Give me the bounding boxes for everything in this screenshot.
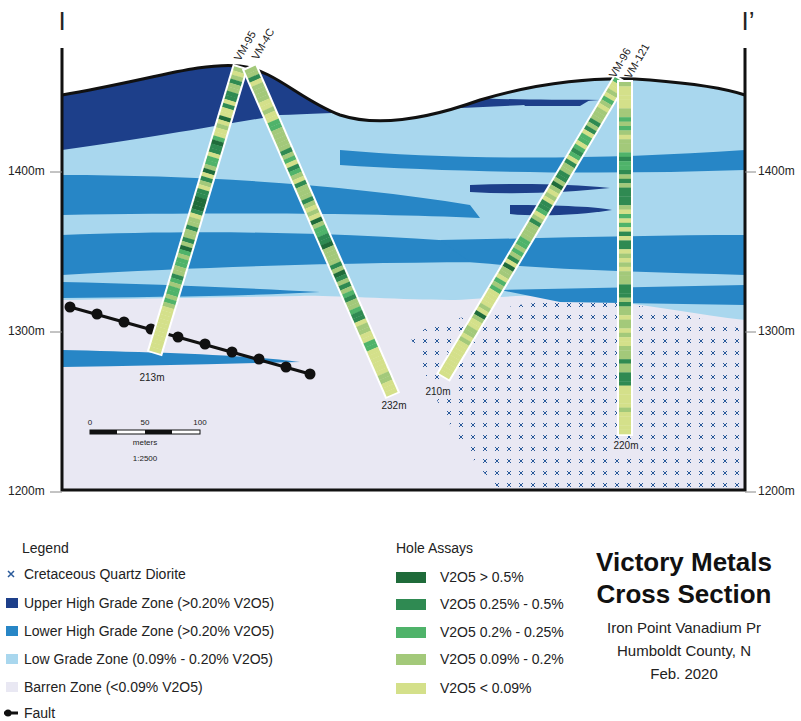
- upper-high-grade-lens: [520, 100, 590, 106]
- legend-label: V2O5 > 0.5%: [440, 569, 524, 585]
- scale-value: 0: [88, 418, 92, 427]
- hole-depth: 220m: [611, 440, 640, 452]
- hole-depth: 213m: [137, 372, 166, 384]
- lower-high-grade-band: [62, 175, 480, 218]
- legend-swatch: [396, 599, 426, 610]
- legend-label: Fault: [24, 705, 55, 721]
- lower-high-grade-band: [340, 150, 745, 172]
- drill-hole: [242, 63, 400, 399]
- legend-swatch: [6, 626, 18, 636]
- legend-label: Cretaceous Quartz Diorite: [24, 566, 186, 582]
- hole-depth: 210m: [423, 386, 452, 398]
- legend-swatch: [396, 654, 426, 665]
- subtitle: Iron Point Vanadium Pr: [607, 619, 761, 636]
- legend-label: V2O5 < 0.09%: [440, 680, 531, 696]
- scale-unit: meters: [133, 438, 157, 447]
- section-end-label: I: [58, 7, 65, 37]
- legend-swatch: [396, 572, 426, 583]
- elevation-label: 1400m: [758, 165, 795, 179]
- legend-label: V2O5 0.25% - 0.5%: [440, 596, 564, 612]
- hole-depth: 232m: [379, 400, 408, 412]
- drill-hole: [147, 64, 248, 356]
- section-frame: [62, 48, 745, 490]
- legend-swatch: [6, 598, 18, 608]
- legend-label: Low Grade Zone (0.09% - 0.20% V2O5): [24, 651, 273, 667]
- scale-bar: [90, 430, 200, 434]
- scale-value: 50: [141, 418, 150, 427]
- title: Victory Metals Cross Section: [577, 546, 792, 610]
- elevation-label: 1300m: [758, 325, 795, 339]
- legend-swatch: [6, 654, 18, 664]
- legend-label: Upper High Grade Zone (>0.20% V2O5): [24, 595, 274, 611]
- upper-high-grade-zone: [62, 60, 600, 150]
- elevation-label: 1400m: [8, 165, 45, 179]
- upper-high-grade-lens: [510, 205, 612, 215]
- barren-zone: [62, 40, 745, 490]
- legend-swatch: [6, 682, 18, 692]
- drill-hole: [617, 80, 633, 436]
- drill-holes: [147, 63, 633, 436]
- legend-heading: Legend: [22, 540, 69, 556]
- drill-hole: [436, 74, 628, 382]
- legend-label: Barren Zone (<0.09% V2O5): [24, 679, 203, 695]
- legend-swatch: [396, 683, 426, 694]
- geology-layers: [62, 40, 745, 490]
- legend-symbols: [4, 571, 18, 717]
- subtitle: Feb. 2020: [650, 665, 718, 682]
- lower-high-grade-band: [62, 282, 320, 298]
- subtitle: Humboldt County, N: [617, 642, 751, 659]
- quartz-diorite-intrusion: [410, 300, 745, 490]
- legend-label: Lower High Grade Zone (>0.20% V2O5): [24, 623, 274, 639]
- legend-heading: Hole Assays: [396, 540, 473, 556]
- legend-label: V2O5 0.2% - 0.25%: [440, 624, 564, 640]
- fault-line: [65, 302, 316, 380]
- lower-high-grade-band: [62, 350, 300, 367]
- low-grade-zone: [62, 40, 745, 320]
- legend-label: V2O5 0.09% - 0.2%: [440, 651, 564, 667]
- elevation-label: 1300m: [8, 325, 45, 339]
- elevation-label: 1200m: [8, 485, 45, 499]
- scale-ratio: 1:2500: [133, 454, 157, 463]
- section-end-label: I’: [742, 7, 755, 37]
- scale-value: 100: [193, 418, 206, 427]
- topography-line: [62, 65, 745, 120]
- elevation-ticks: [50, 172, 756, 492]
- elevation-label: 1200m: [758, 485, 795, 499]
- legend-swatch: [396, 627, 426, 638]
- upper-high-grade-lens: [470, 184, 610, 193]
- lower-high-grade-band: [440, 235, 745, 275]
